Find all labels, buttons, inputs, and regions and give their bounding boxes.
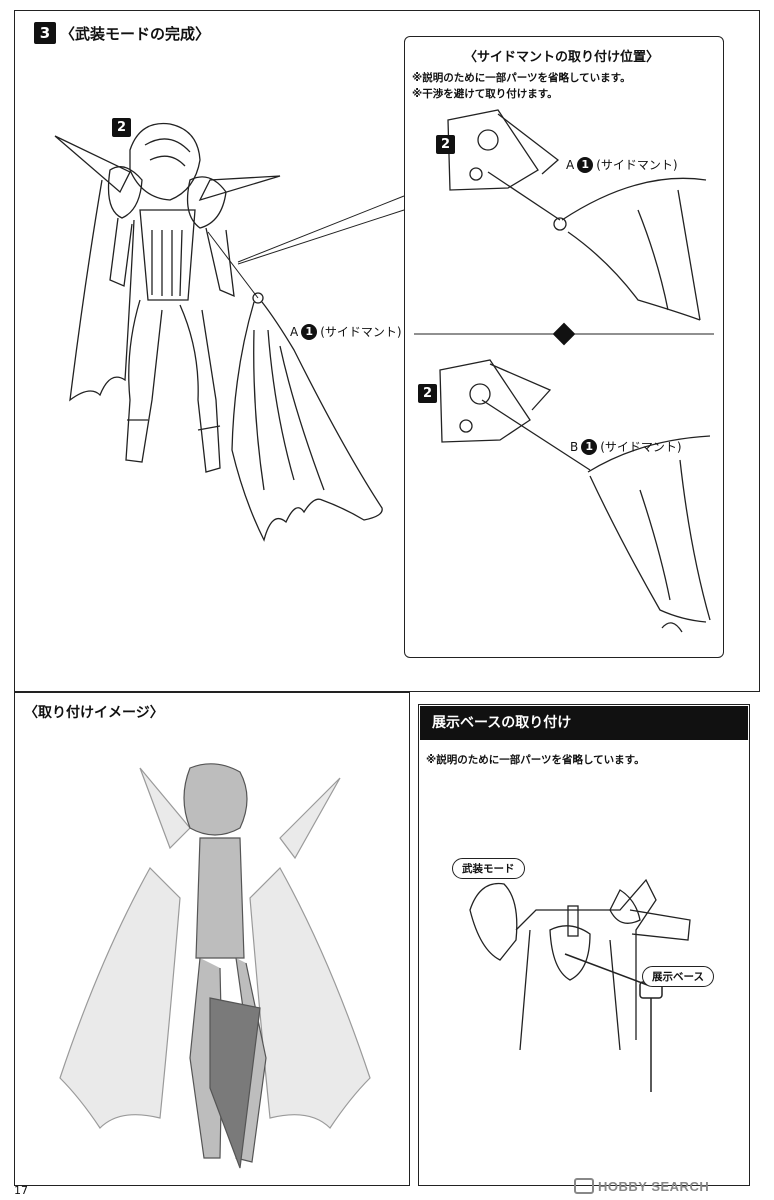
- inset-bottom-part-circle: 1: [581, 438, 598, 455]
- watermark-logo-icon: [574, 1178, 594, 1194]
- base-attachment-illustration: [469, 878, 691, 1092]
- inset-top-part-circle: 1: [577, 156, 594, 173]
- image-panel: [14, 692, 410, 1186]
- page-number: 17: [14, 1184, 28, 1197]
- part-number-circle: 1: [301, 323, 318, 340]
- step-panel: [14, 10, 760, 692]
- side-mantle-part-illustration: [231, 292, 383, 542]
- inset-title: 〈サイドマントの取り付け位置〉: [464, 50, 660, 65]
- armed-mode-figure-illustration: [54, 122, 281, 473]
- inset-divider: [414, 322, 714, 346]
- inset-bottom-part-badge: 2: [418, 384, 437, 403]
- image-section-title: 〈取り付けイメージ〉: [24, 705, 164, 721]
- base-section-note: ※説明のために一部パーツを省略しています。: [426, 754, 645, 766]
- inset-bottom-letter: B: [570, 439, 579, 454]
- inset-top-letter: A: [566, 157, 575, 172]
- watermark: HOBBY SEARCH: [574, 1178, 709, 1194]
- inset-note-1: ※説明のために一部パーツを省略しています。: [412, 72, 631, 84]
- step-number-badge: 3: [34, 22, 56, 44]
- inset-note-2: ※干渉を避けて取り付けます。: [412, 88, 558, 100]
- main-side-mantle-label: A 1 (サイドマント): [290, 323, 402, 340]
- inset-top-text: (サイドマント): [596, 158, 678, 172]
- inset-box: [404, 36, 724, 658]
- leader-lines: [207, 195, 405, 299]
- mode-callout: 武装モード: [452, 858, 525, 879]
- assembled-figure-photo: [59, 763, 371, 1169]
- base-section-header: 展示ベースの取り付け: [420, 706, 748, 740]
- inset-top-mantle-label: A 1 (サイドマント): [566, 156, 678, 173]
- base-callout: 展示ベース: [642, 966, 714, 987]
- inset-bottom-text: (サイドマント): [600, 440, 682, 454]
- mantle-text: (サイドマント): [320, 325, 402, 339]
- watermark-text: HOBBY SEARCH: [598, 1178, 710, 1194]
- base-panel: [418, 704, 750, 1186]
- inset-top-illustration: [447, 109, 707, 321]
- main-figure-part-badge: 2: [112, 118, 131, 137]
- inset-bottom-mantle-label: B 1 (サイドマント): [570, 438, 682, 455]
- mantle-letter: A: [290, 324, 299, 339]
- inset-bottom-illustration: [439, 359, 711, 633]
- step-title: 〈武装モードの完成〉: [60, 25, 211, 43]
- inset-top-part-badge: 2: [436, 135, 455, 154]
